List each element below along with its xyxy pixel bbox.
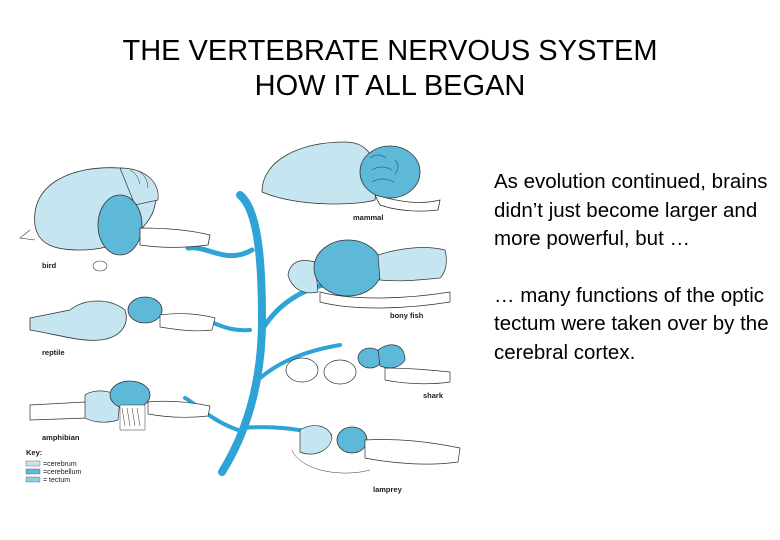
label-lamprey: lamprey [373, 485, 403, 494]
key-legend: Key: =cerebrum =cerebellum = tectum [25, 448, 81, 484]
explanation-text: As evolution continued, brains didn’t ju… [494, 168, 778, 367]
key-title: Key: [26, 448, 42, 457]
label-bird: bird [42, 261, 57, 270]
key-label-cerebellum: =cerebellum [43, 469, 81, 476]
label-shark: shark [423, 391, 444, 400]
label-amphibian: amphibian [42, 433, 80, 442]
key-swatch-tectum [25, 476, 41, 483]
label-bony-fish: bony fish [390, 311, 424, 320]
reptile-brain [29, 296, 216, 341]
paragraph-2: … many functions of the optic tectum wer… [494, 283, 769, 364]
key-swatch-cerebellum [25, 468, 41, 475]
mammal-brain [261, 141, 441, 212]
paragraph-1: As evolution continued, brains didn’t ju… [494, 170, 768, 250]
title-line-2: HOW IT ALL BEGAN [254, 70, 526, 102]
key-label-cerebrum: =cerebrum [43, 461, 77, 468]
key-swatch-cerebrum [25, 460, 41, 467]
label-mammal: mammal [353, 213, 383, 222]
amphibian-brain [29, 380, 211, 431]
key-label-tectum: = tectum [43, 477, 70, 484]
brain-evolution-diagram: mammal bird bony fish reptile shark [19, 141, 461, 494]
title-line-1: THE VERTEBRATE NERVOUS SYSTEM [122, 35, 658, 67]
shark-brain [285, 344, 451, 385]
lamprey-brain [291, 425, 461, 474]
label-reptile: reptile [42, 348, 65, 357]
bird-brain [19, 167, 211, 272]
slide-title: THE VERTEBRATE NERVOUS SYSTEM HOW IT ALL… [0, 34, 780, 104]
bony-fish-brain [287, 239, 451, 309]
